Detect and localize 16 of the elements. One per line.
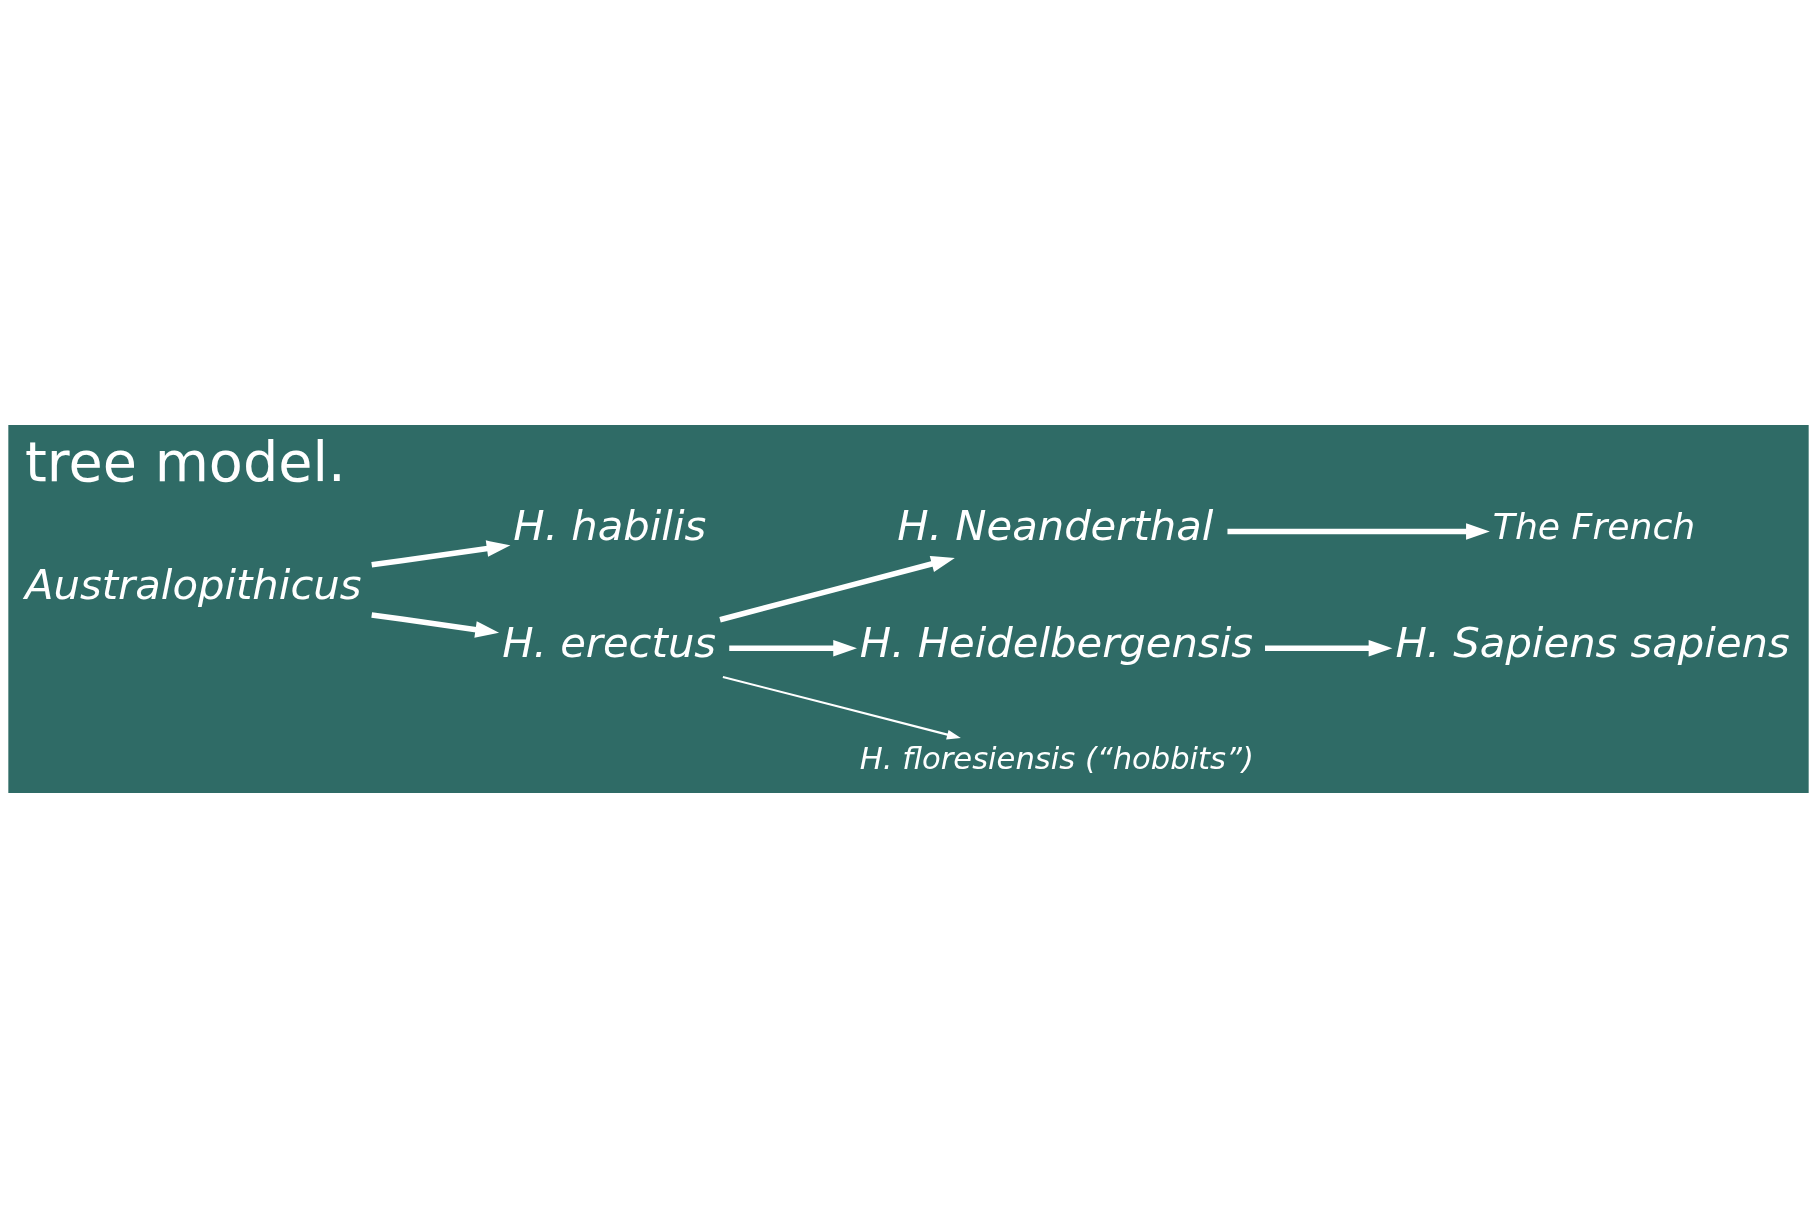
node-text: H. Heidelbergensis	[859, 618, 1254, 668]
arrow	[1227, 523, 1490, 540]
node-text: H. habilis	[513, 501, 707, 551]
arrow	[719, 555, 955, 623]
arrow	[371, 540, 511, 568]
node-text: H. Sapiens sapiens	[1395, 618, 1790, 668]
node-text: Australopithicus	[25, 559, 362, 609]
arrow	[371, 612, 500, 638]
node-text: The French	[1492, 504, 1696, 548]
diagram-title: tree model.	[25, 428, 346, 494]
arrow	[729, 640, 857, 657]
node-text: H. erectus	[502, 618, 717, 668]
node-text: H. floresiensis (“hobbits”)	[859, 740, 1254, 776]
arrow	[1265, 640, 1393, 657]
node-text: H. Neanderthal	[897, 501, 1214, 551]
arrow	[722, 675, 961, 740]
